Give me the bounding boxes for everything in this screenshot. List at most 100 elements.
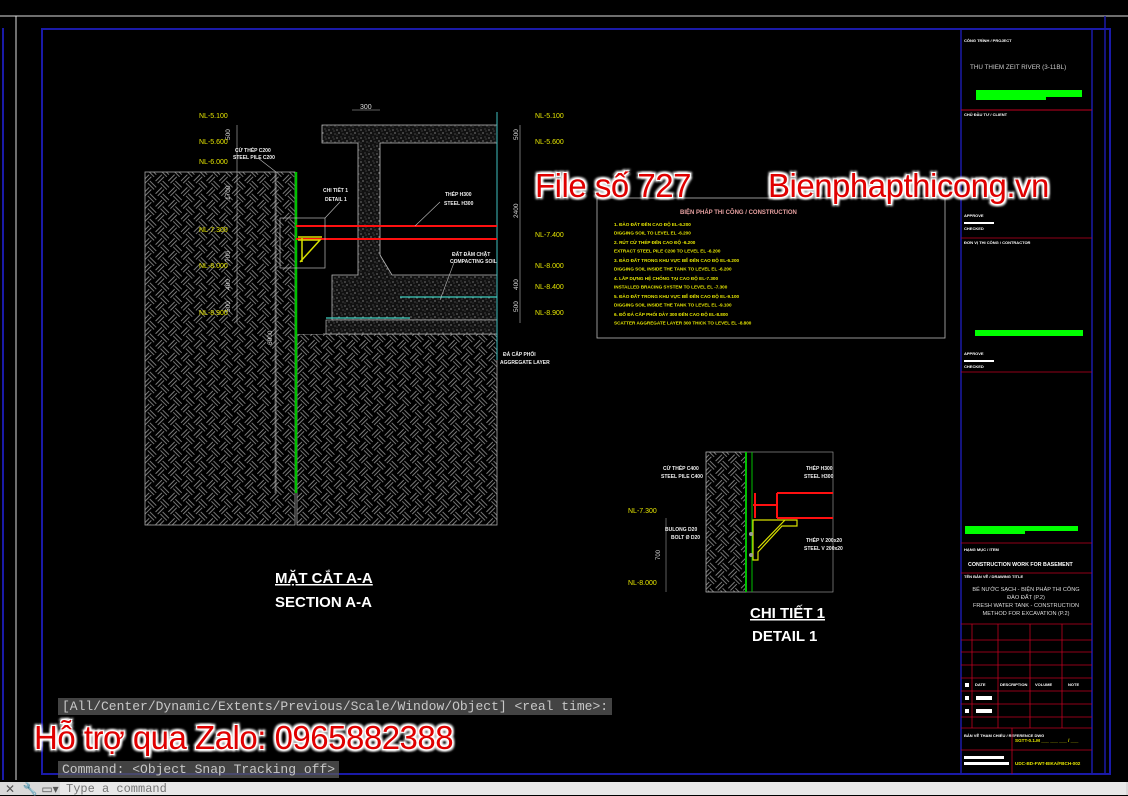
label-detail-ref: CHI TIẾT 1 xyxy=(323,187,348,194)
soil-hatch xyxy=(296,333,498,526)
dim-left: 400 xyxy=(225,279,232,290)
note-line: 4. LẮP DỰNG HỆ CHỐNG TẠI CAO ĐỘ EL-7.300 xyxy=(614,274,718,281)
ref-value: SGTT-0.1.M ___ ___ ___ / ___ xyxy=(1015,738,1079,743)
level-left: NL-5.600 xyxy=(199,139,228,146)
level-left: NL-7.300 xyxy=(199,227,228,234)
dim-right: 2400 xyxy=(513,203,520,218)
sheet-border xyxy=(41,28,1111,775)
item-label: HẠNG MỤC / ITEM xyxy=(964,547,1000,552)
dim-right: 500 xyxy=(513,129,520,140)
level-right: NL-8.000 xyxy=(535,263,564,270)
rev-header: NOTE xyxy=(1068,682,1079,687)
level-right: NL-5.100 xyxy=(535,113,564,120)
detail-1: 700 NL-7.300 NL-8.000 CỪ THÉP C400 STEEL… xyxy=(628,451,843,645)
label-strut: STEEL H300 xyxy=(444,201,474,207)
rev-header: DESCRIPTION xyxy=(1000,682,1027,687)
label-soil: COMPACTING SOIL xyxy=(450,259,497,265)
checked-label: CHECKED xyxy=(964,226,984,231)
dim-left: 500 xyxy=(225,301,232,312)
dim-left: 700 xyxy=(225,251,232,262)
note-line: EXTRACT STEEL PILE C200 TO LEVEL EL -6.2… xyxy=(614,249,721,254)
detail-dim: 700 xyxy=(656,549,662,560)
detail-level: NL-8.000 xyxy=(628,580,657,587)
command-history-line: Command: <Object Snap Tracking off> xyxy=(58,761,340,778)
drawing-title-line: METHOD FOR EXCAVATION (P.2) xyxy=(983,611,1070,617)
construction-notes: BIỆN PHÁP THI CÔNG / CONSTRUCTION 1. ĐÀO… xyxy=(596,197,946,339)
level-right: NL-7.400 xyxy=(535,232,564,239)
rev-header: DATE xyxy=(975,682,986,687)
note-line: 6. ĐỔ ĐÁ CẤP PHỐI DÀY 300 ĐẾN CAO ĐỘ EL-… xyxy=(614,310,728,317)
note-line: INSTALLED BRACING SYSTEM TO LEVEL EL -7.… xyxy=(614,285,728,290)
checked-label: CHECKED xyxy=(964,364,984,369)
label-strut: THÉP H300 xyxy=(445,190,472,198)
detail-label-pile: STEEL PILE C400 xyxy=(661,474,703,480)
owner-label: CHỦ ĐẦU TƯ / CLIENT xyxy=(964,112,1008,117)
dim-left: 1700 xyxy=(225,185,232,200)
level-left: NL-5.100 xyxy=(199,113,228,120)
detail-label-beam: THÉP H300 xyxy=(806,464,833,472)
note-line: DIGGING SOIL INSIDE THE TANK TO LEVEL EL… xyxy=(614,303,732,308)
label-detail-ref: DETAIL 1 xyxy=(325,197,347,203)
contractor-label: ĐƠN VỊ THI CÔNG / CONTRACTOR xyxy=(964,240,1031,245)
detail-label-bolt: BOLT Ø D20 xyxy=(671,535,700,541)
dim-top: 300 xyxy=(360,104,372,111)
ref-label: BẢN VẼ THAM CHIẾU / REFERENCE DWG xyxy=(964,733,1044,738)
detail-label-pile: CỪ THÉP C400 xyxy=(663,464,699,472)
rev-header: VOLUME xyxy=(1035,682,1052,687)
drawing-title-line: FRESH WATER TANK - CONSTRUCTION xyxy=(973,603,1079,609)
note-line: DIGGING SOIL TO LEVEL EL -6.200 xyxy=(614,231,691,236)
label-soil: ĐẤT ĐẦM CHẶT xyxy=(452,251,490,258)
notes-title: BIỆN PHÁP THI CÔNG / CONSTRUCTION xyxy=(680,208,797,216)
detail-title-vn: CHI TIẾT 1 xyxy=(750,605,825,622)
drawing-title-line: BỂ NƯỚC SẠCH - BIỆN PHÁP THI CÔNG xyxy=(972,585,1079,593)
detail-label-angle: THÉP V 200x20 xyxy=(806,536,842,544)
label-steel-pile: CỪ THÉP C200 xyxy=(235,146,271,154)
level-left: NL-6.000 xyxy=(199,159,228,166)
drawing-title-line: ĐÀO ĐẤT (P.2) xyxy=(1007,594,1045,601)
dim-right: 500 xyxy=(513,301,520,312)
note-line: 1. ĐÀO ĐẤT ĐẾN CAO ĐỘ EL-6.200 xyxy=(614,220,691,227)
project-label: CÔNG TRÌNH / PROJECT xyxy=(964,38,1012,43)
watermark-site: Bienphapthicong.vn xyxy=(768,167,1049,204)
bracket xyxy=(298,236,322,263)
watermark-zalo: Hỗ trợ qua Zalo: 0965882388 xyxy=(34,719,454,756)
project-name: THU THIEM ZEIT RIVER (3-11BL) xyxy=(970,64,1066,71)
aggregate-layer xyxy=(325,319,498,335)
title-block: CÔNG TRÌNH / PROJECT CHỦ ĐẦU TƯ / CLIENT… xyxy=(960,30,1093,774)
dim-left: 500 xyxy=(225,129,232,140)
command-input[interactable] xyxy=(60,782,1126,795)
level-left: NL-8.000 xyxy=(199,263,228,270)
concrete-wall xyxy=(321,124,498,321)
detail-callout-box xyxy=(279,217,326,269)
level-right: NL-8.900 xyxy=(535,310,564,317)
drawing-number: UDC-BD-FWT-BIKA/FBCH-002 xyxy=(1015,761,1081,766)
detail-title-en: DETAIL 1 xyxy=(752,628,817,645)
detail-label-angle: STEEL V 200x20 xyxy=(804,546,843,552)
approve-label: APPROVE xyxy=(964,213,984,218)
command-history-line: [All/Center/Dynamic/Extents/Previous/Sca… xyxy=(58,698,613,715)
section-title-en: SECTION A-A xyxy=(275,594,372,611)
dim-right: 400 xyxy=(513,279,520,290)
approve-label: APPROVE xyxy=(964,351,984,356)
section-title-vn: MẶT CẮT A-A xyxy=(275,569,373,587)
close-icon[interactable]: ✕ xyxy=(4,781,16,796)
detail-label-beam: STEEL H300 xyxy=(804,474,834,480)
soil-hatch xyxy=(144,171,296,526)
note-line: 5. ĐÀO ĐẤT TRONG KHU VỰC BỂ ĐẾN CAO ĐỘ E… xyxy=(614,292,739,299)
dim-left: 6000 xyxy=(267,330,274,345)
detail-label-bolt: BULONG D20 xyxy=(665,527,697,533)
command-prompt-icon[interactable]: ▭▾ xyxy=(41,781,59,796)
detail-level: NL-7.300 xyxy=(628,508,657,515)
level-left: NL-8.900 xyxy=(199,310,228,317)
label-aggregate: AGGREGATE LAYER xyxy=(500,360,550,366)
note-line: 2. RÚT CỪ THÉP ĐẾN CAO ĐỘ -6.200 xyxy=(614,238,696,245)
item-value: CONSTRUCTION WORK FOR BASEMENT xyxy=(968,562,1074,568)
level-right: NL-8.400 xyxy=(535,284,564,291)
drawing-label: TÊN BẢN VẼ / DRAWING TITLE xyxy=(964,574,1023,579)
note-line: SCATTER AGGREGATE LAYER 300 THICK TO LEV… xyxy=(614,321,752,326)
customize-wrench-icon[interactable]: 🔧 xyxy=(22,781,38,796)
level-right: NL-5.600 xyxy=(535,139,564,146)
watermark-file-number: File số 727 xyxy=(535,167,691,204)
label-aggregate: ĐÁ CẤP PHỐI xyxy=(503,351,536,358)
